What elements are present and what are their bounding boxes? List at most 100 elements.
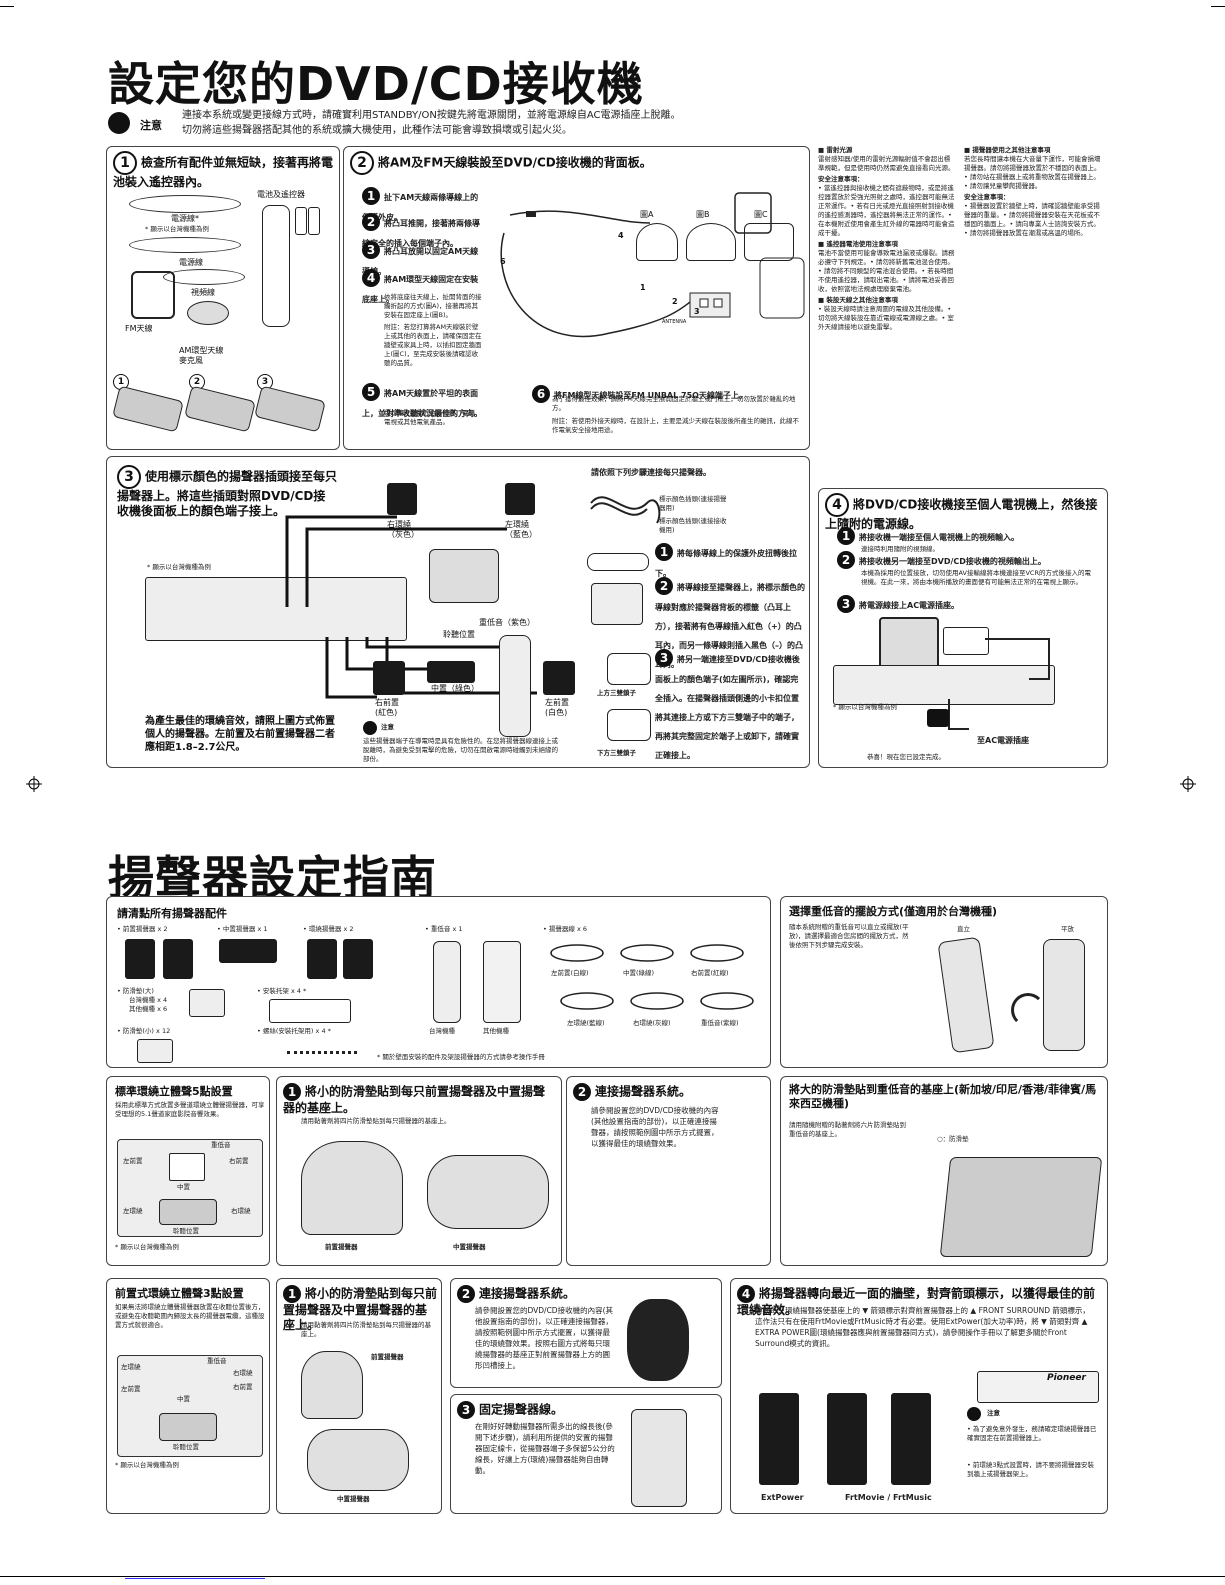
three-step4-body: 轉動每只環繞揚聲器使基座上的 ▼ 箭頭標示對齊前置揚聲器上的 ▲ FRONT S… xyxy=(755,1306,1090,1348)
pads-large-label: • 防滑墊(大) xyxy=(117,987,154,995)
three-front-base-image xyxy=(301,1351,363,1419)
sidebar-col-2: ■ 揚聲器使用之其他注意事項 若您長時間讓本機在大音量下運作，可能會損壞揚聲器。… xyxy=(964,146,1101,237)
pads-large-image xyxy=(189,989,225,1017)
pads-large-other: 其他機種 x 6 xyxy=(129,1005,168,1013)
crop-mark-top-left xyxy=(0,0,14,7)
video-cable-image xyxy=(129,237,241,253)
fig-b: 圖B xyxy=(696,210,710,219)
subwoofer-other-icon xyxy=(483,941,521,1023)
sidebar-col-1: ■ 雷射光源 雷射感知器/使用的雷射光源輻射值不會超出標準規範，但是使用時仍然需… xyxy=(818,146,955,331)
pioneer-panel-image xyxy=(977,1371,1099,1403)
cable-fix-image xyxy=(631,1409,687,1507)
caution-icon xyxy=(108,112,130,134)
step3-follow: 請依照下列步驟連接每只揚聲器。 xyxy=(591,468,711,477)
parts-footnote: * 關於壁面安裝的配件及架設揚聲器的方式請參考操作手冊 xyxy=(377,1053,545,1061)
fig-a: 圖A xyxy=(640,210,654,219)
crop-mark-top-right xyxy=(1211,0,1225,7)
power-cord-label: 電源線* xyxy=(171,214,199,223)
subwoofer-base-image xyxy=(939,1157,1103,1257)
three-step2-body: 請參閱設置您的DVD/CD接收機的內容(其他設置指南的部份)，以正確連接揚聲器，… xyxy=(475,1306,614,1370)
parts-subwoofer: • 重低音 x 1 xyxy=(425,925,463,933)
three-center-caption: 中置揚聲器 xyxy=(337,1495,370,1503)
step4-caution-label: 注意 xyxy=(987,1409,1000,1417)
tag-speaker-side: 標示顏色插頭(連接揚聲器用) xyxy=(659,495,727,512)
three-point-listen: 聆聽位置 xyxy=(173,1443,199,1451)
speaker-cables-image xyxy=(550,944,754,1010)
step4-caution-item-1: • 為了避免意外發生，務請確定環繞揚聲器已確實固定在前置揚聲器上。 xyxy=(967,1425,1097,1442)
registration-mark-right xyxy=(1180,776,1196,792)
center-speaker-base-image xyxy=(427,1155,549,1229)
power-cord-image xyxy=(129,195,241,213)
three-point-fr: 右前置 xyxy=(233,1383,253,1391)
fm-antenna-image xyxy=(163,269,245,285)
caution-line-1: 連接本系統或變更接線方式時，請確實利用STANDBY/ON按鍵先將電源關閉，並將… xyxy=(182,110,681,121)
microphone-image xyxy=(187,301,229,325)
front-speaker-icon-1 xyxy=(125,939,155,979)
step2-substep-4-detail: 依將底座往天線上，扯開背面的接觸折起的方式(圖A)，接著再將其安裝在固定座上(圖… xyxy=(384,293,482,319)
page-title: 設定您的DVD/CD接收機 xyxy=(108,57,644,111)
step3-model-note: * 顯示以台灣機種為例 xyxy=(147,563,211,571)
tv-image xyxy=(879,617,939,669)
remote-back-2 xyxy=(184,385,256,433)
caution-label: 注意 xyxy=(140,119,162,132)
receiver-back-panel xyxy=(145,577,407,641)
cable-surround-right: 右環繞(灰線) xyxy=(633,1019,671,1027)
five-step1-body: 請用黏著劑將四片防滑墊貼到每只揚聲器的基座上。 xyxy=(301,1117,451,1125)
three-point-sub: 重低音 xyxy=(207,1357,227,1365)
five-point-center: 中置 xyxy=(177,1183,190,1191)
am-loop-antenna-image xyxy=(131,271,175,319)
subwoofer-image xyxy=(499,635,531,737)
front-right-color: (紅色) xyxy=(375,708,398,717)
am-antenna-label: FM天線 xyxy=(125,324,153,333)
sub-orientation-title: 選擇重低音的擺設方式(僅適用於台灣機種) xyxy=(789,905,998,918)
parts-cables: • 揚聲器線 x 6 xyxy=(543,925,588,933)
rear-right-color: （灰色） xyxy=(387,530,419,539)
sub-flat-image xyxy=(1043,939,1085,1051)
front-right-speaker xyxy=(373,661,405,695)
three-point-body: 如果無法將環繞立體聲揚聲器放置在收聽位置後方，或避免在收聽範圍內歸設太長的揚聲器… xyxy=(115,1303,265,1329)
big-pads-legend: ○：防滑墊 xyxy=(937,1135,969,1143)
five-point-listen: 聆聽位置 xyxy=(173,1227,199,1235)
bottom-link-bar xyxy=(125,1578,265,1579)
subwoofer-tw-icon xyxy=(433,941,461,1023)
five-center-caption: 中置揚聲器 xyxy=(453,1243,486,1251)
three-center-base-image xyxy=(307,1429,409,1491)
fig-c-illustration xyxy=(744,223,794,261)
three-point-panel: 前置式環繞立體聲3點設置 如果無法將環繞立體聲揚聲器放置在收聽位置後方，或避免在… xyxy=(106,1278,270,1514)
parts-center: • 中置揚聲器 x 1 xyxy=(217,925,268,933)
video-cable-path xyxy=(948,638,1050,730)
surround-speaker-icon-1 xyxy=(307,939,337,979)
flat-label: 平放 xyxy=(1061,925,1074,933)
video-cable-label: 電源線 xyxy=(179,258,203,267)
five-point-sofa xyxy=(159,1199,217,1225)
sidebar-notes: ■ 雷射光源 雷射感知器/使用的雷射光源輻射值不會超出標準規範，但是使用時仍然需… xyxy=(818,146,1102,482)
frt-caption: FrtMovie / FrtMusic xyxy=(845,1493,932,1502)
tip-text: 為產生最佳的環繞音效，請照上圖方式佈置個人的揚聲器。左前置及右前置揚聲器二者應相… xyxy=(145,716,335,753)
extpower-caption: ExtPower xyxy=(761,1493,804,1502)
listening-position-label: 聆聽位置 xyxy=(443,630,475,639)
wire-strip-image xyxy=(587,553,649,571)
surround-mount-image xyxy=(627,1299,689,1381)
five-step2-body: 請參閱設置您的DVD/CD接收機的內容(其他設置指南的部份)，以正確連接揚聲器，… xyxy=(591,1106,719,1148)
sofa-image xyxy=(429,549,499,603)
diagram-num-6: 6 xyxy=(500,257,506,266)
plug-upper-image xyxy=(607,653,651,685)
five-front-caption: 前置揚聲器 xyxy=(325,1243,358,1251)
big-pads-body: 請用隨機附贈的黏著劑將六片防滑墊貼到重低音的基座上。 xyxy=(789,1121,906,1138)
diagram-num-2: 2 xyxy=(672,297,678,306)
battery-image xyxy=(295,207,307,235)
three-point-sr: 右環繞 xyxy=(233,1369,253,1377)
